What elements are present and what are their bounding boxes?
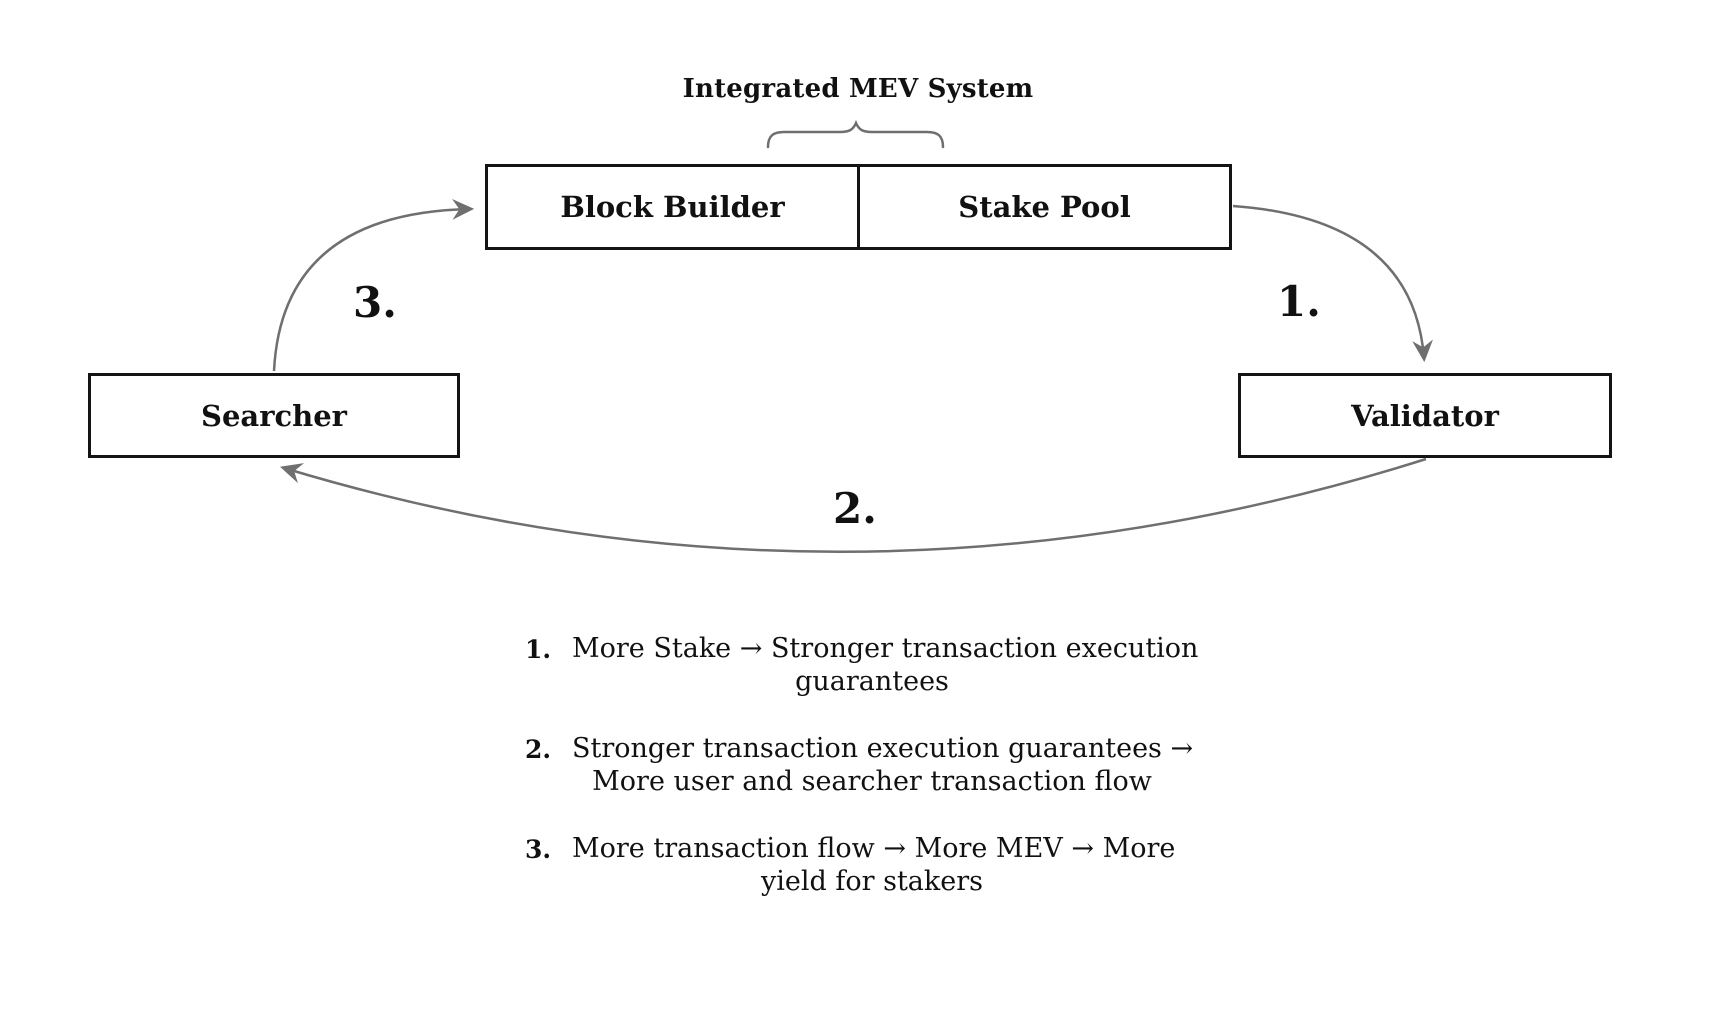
node-validator: Validator (1238, 373, 1612, 458)
legend-item-1-line2: guarantees (795, 666, 949, 697)
diagram-title: Integrated MEV System (682, 74, 1034, 104)
edge-label-1: 1. (1277, 277, 1321, 326)
node-block-builder: Block Builder (560, 190, 785, 224)
legend-item-3-line2: yield for stakers (760, 866, 983, 897)
arrow-stakepool-to-validator (1232, 204, 1433, 363)
legend-item-1-number: 1. (525, 635, 552, 664)
integrated-mev-system-box: Block Builder Stake Pool (485, 164, 1232, 250)
legend-item-2-line1: Stronger transaction execution guarantee… (572, 733, 1194, 764)
legend-item-1-text: More Stake → Stronger transaction execut… (572, 632, 1199, 698)
edge-label-3: 3. (353, 278, 397, 327)
legend-item-2: 2. Stronger transaction execution guaran… (500, 732, 1244, 802)
legend-item-2-text: Stronger transaction execution guarantee… (572, 732, 1194, 798)
legend-item-2-line2: More user and searcher transaction flow (592, 766, 1152, 797)
legend-item-1-line1: More Stake → Stronger transaction execut… (572, 633, 1199, 664)
legend-item-2-number: 2. (525, 735, 552, 764)
legend-item-3-number: 3. (525, 835, 552, 864)
legend-item-1: 1. More Stake → Stronger transaction exe… (500, 632, 1244, 702)
edge-label-2: 2. (833, 484, 877, 533)
node-searcher: Searcher (88, 373, 460, 458)
legend-item-3-text: More transaction flow → More MEV → More … (572, 832, 1176, 898)
legend-item-3: 3. More transaction flow → More MEV → Mo… (500, 832, 1244, 902)
brace-integrated-mev (766, 119, 945, 149)
legend-item-3-line1: More transaction flow → More MEV → More (572, 833, 1176, 864)
node-stake-pool: Stake Pool (857, 167, 1229, 247)
